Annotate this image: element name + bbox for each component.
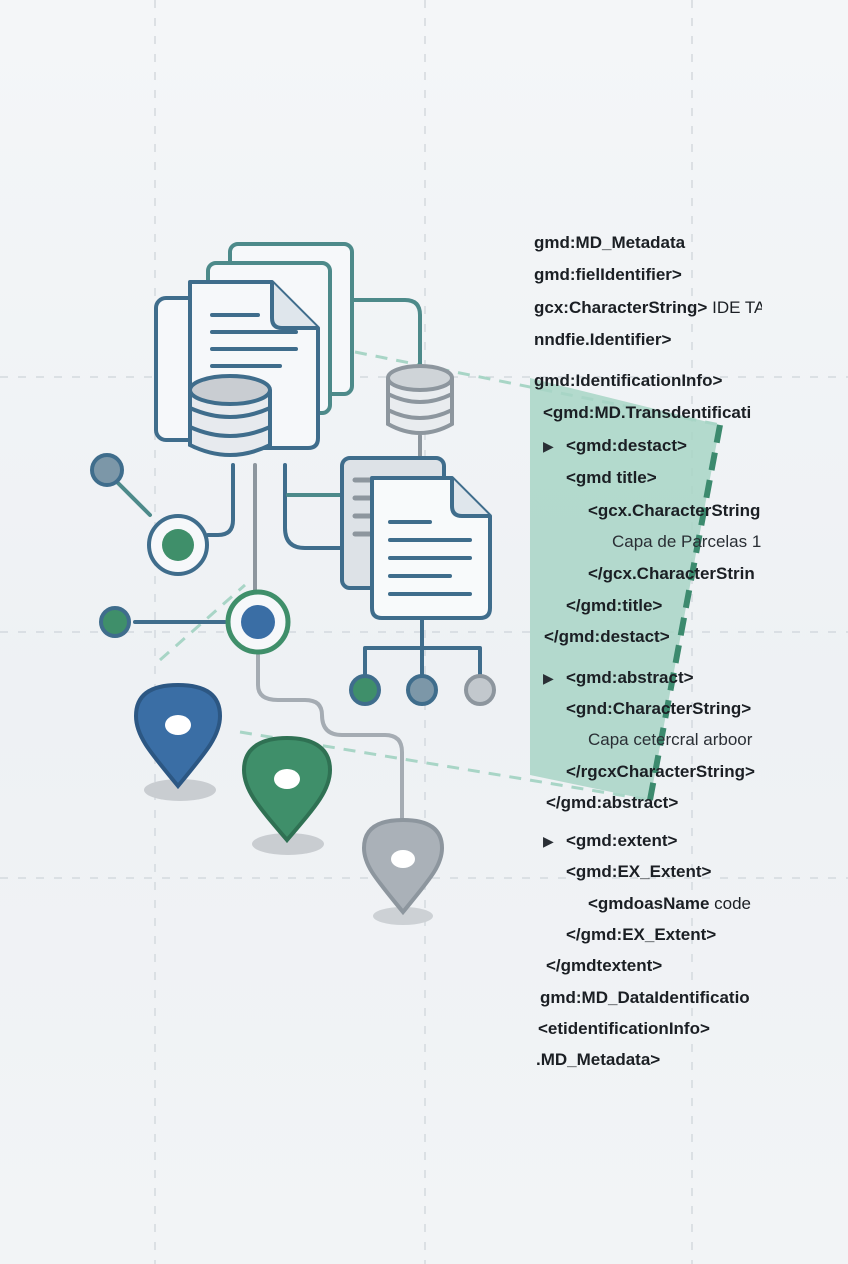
highlight-region (530, 378, 720, 800)
xml-inline-value: IDE TA (707, 298, 766, 317)
xml-line: </gmd:abstract> (546, 793, 678, 812)
xml-line: <gnd:CharacterString> (566, 699, 751, 718)
xml-line: gmd:MD_Metadata (534, 233, 686, 252)
document-pair-icon (340, 456, 492, 620)
xml-line: <gmd:abstract> (566, 668, 694, 687)
expand-arrow-icon: ▶ (543, 438, 554, 454)
map-pin-icon-gray (361, 817, 445, 925)
xml-line: </gmd:title> (566, 596, 662, 615)
xml-line: <gcx.CharacterString (588, 501, 760, 520)
xml-line: gmd:fielIdentifier> (534, 265, 682, 284)
xml-line: nndfie.Identifier> (534, 330, 672, 349)
xml-line: .MD_Metadata> (536, 1050, 660, 1069)
map-pin-icon (133, 682, 223, 801)
xml-line: </rgcxCharacterString> (566, 762, 755, 781)
xml-line: gmd:IdentificationInfo> (534, 371, 722, 390)
xml-inline-value: code (709, 894, 751, 913)
xml-line: </gmdtextent> (546, 956, 662, 975)
xml-line: </gmd:EX_Extent> (566, 925, 716, 944)
xml-line: </gmd:destact> (544, 627, 670, 646)
xml-line: <gmd:extent> (566, 831, 678, 850)
xml-line: <gmdoasName code (588, 894, 751, 913)
xml-line: <gmd:MD.Transdentificati (543, 403, 751, 422)
xml-line: gmd:MD_DataIdentificatio (540, 988, 750, 1007)
map-pin-icon-green (241, 735, 333, 855)
xml-line: <etidentificationInfo> (538, 1019, 710, 1038)
highlight-dash-right (647, 424, 723, 801)
database-icon (188, 374, 272, 457)
xml-line: gcx:CharacterString> IDE TA (534, 298, 766, 317)
xml-line: <gmd:destact> (566, 436, 687, 455)
expand-arrow-icon: ▶ (543, 670, 554, 686)
database-icon-small (386, 364, 454, 435)
connector-lines (113, 298, 482, 827)
xml-line: Capa de Parcelas 1 (612, 532, 761, 551)
xml-line: </gcx.CharacterStrin (588, 564, 755, 583)
xml-line: <gmd title> (566, 468, 657, 487)
xml-line: Capa cetercral arboor (588, 730, 753, 749)
xml-code-listing: gmd:MD_Metadata gmd:fielIdentifier> gcx:Ch… (534, 233, 766, 1069)
network-node-icon (90, 453, 496, 706)
expand-arrow-icon: ▶ (543, 833, 554, 849)
highlight-dash-left (159, 583, 246, 662)
xml-line: <gmd:EX_Extent> (566, 862, 712, 881)
